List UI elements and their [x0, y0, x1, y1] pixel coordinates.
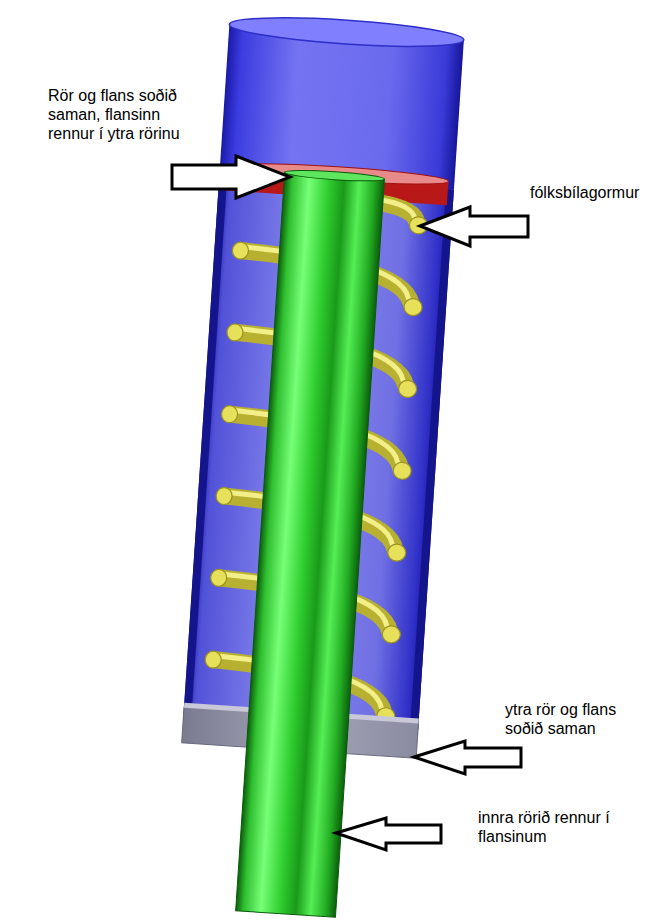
spring-end: [226, 323, 243, 341]
tube-wall: [410, 189, 454, 736]
spring-end: [393, 462, 412, 480]
callout-label: Rör og flans soðið saman, flansinn rennu…: [48, 86, 204, 143]
shock-assembly: [171, 12, 465, 922]
spring-end: [387, 544, 406, 562]
spring-end: [210, 569, 227, 587]
inner-tube: [236, 172, 385, 917]
callout-label: innra rörið rennur í flansinum: [478, 808, 623, 846]
spring-end: [398, 380, 417, 398]
spring-end: [205, 651, 222, 669]
callout-label: fólksbílagormur: [530, 183, 656, 202]
tube-top: [229, 12, 465, 52]
inner-tube-top: [284, 168, 384, 183]
callout-arrow: [420, 207, 528, 246]
spring-end: [216, 487, 233, 505]
callout-arrow: [336, 818, 441, 850]
spring-end: [232, 242, 249, 260]
spring-end: [221, 405, 238, 423]
callout-label: ytra rör og flans soðið saman: [505, 700, 651, 738]
spring-end: [382, 625, 401, 643]
tube-wall: [183, 174, 227, 721]
callout-arrow: [172, 156, 290, 198]
callout-arrow: [414, 741, 521, 774]
callout-arrows: [172, 156, 528, 850]
spring-end: [403, 298, 422, 316]
